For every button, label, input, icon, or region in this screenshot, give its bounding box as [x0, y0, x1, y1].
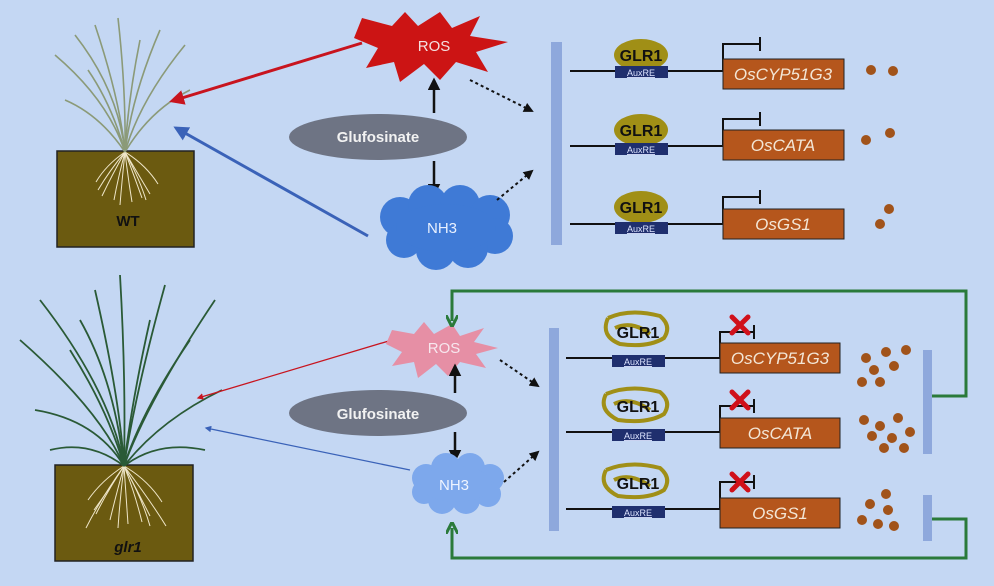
auxre-label: AuxRE [624, 357, 652, 367]
glr1-blob [614, 39, 668, 71]
gene-label: OsCATA [751, 136, 816, 155]
nh3-cloud-faded: NH3 [412, 453, 504, 514]
gene-row-cata: GLR1 AuxRE OsCATA [570, 112, 895, 161]
gene-row-gs1-mutant: GLR1 AuxRE OsGS1 [566, 462, 899, 531]
ros-label: ROS [418, 38, 451, 55]
wt-label: WT [116, 213, 139, 230]
ros-burst-faded: ROS [386, 322, 498, 378]
nh3-damage-arrow [173, 126, 369, 238]
accumulation-bar-lower [923, 495, 932, 541]
gene-box [722, 129, 845, 161]
glr1-blob [614, 114, 668, 146]
auxre-label: AuxRE [627, 145, 655, 155]
nh3-signal-arrow [496, 169, 534, 201]
gene-label: OsCYP51G3 [734, 65, 833, 84]
glr1-plant-icon: glr1 [19, 274, 223, 562]
ros-label-bottom: ROS [428, 340, 461, 357]
inhibited-cross-icon [729, 314, 751, 336]
glr1-label: GLR1 [620, 200, 663, 217]
receptor-bar-bottom [549, 328, 559, 531]
auxre-box [615, 222, 668, 234]
nh3-signal-arrow-bottom [503, 450, 540, 483]
glr1-label: GLR1 [617, 476, 660, 493]
gene-label: OsCATA [748, 424, 813, 443]
auxre-label: AuxRE [624, 508, 652, 518]
accumulation-bar-upper [923, 350, 932, 454]
feedback-loop-to-ros [452, 289, 968, 398]
auxre-box [615, 143, 668, 155]
glufosinate-label-bottom: Glufosinate [337, 406, 420, 423]
auxre-label: AuxRE [627, 224, 655, 234]
wt-plant-icon: WT [54, 17, 195, 248]
ros-signal-arrow-bottom [499, 359, 540, 388]
nh3-damage-arrow-weak [204, 425, 411, 471]
inhibited-cross-icon [729, 389, 751, 411]
gene-label: OsCYP51G3 [731, 349, 830, 368]
nh3-cloud: NH3 [380, 185, 513, 270]
gene-row-cata-mutant: GLR1 AuxRE OsCATA [566, 386, 915, 453]
ros-signal-arrow [469, 79, 534, 112]
ros-burst: ROS [354, 12, 508, 82]
glr1-label: GLR1 [617, 325, 660, 342]
gene-row-cyp51g3: GLR1 AuxRE OsCYP51G3 [570, 37, 898, 90]
glr1-label: GLR1 [620, 123, 663, 140]
nh3-label: NH3 [427, 220, 457, 237]
nh3-label-bottom: NH3 [439, 477, 469, 494]
receptor-bar [551, 42, 562, 245]
inhibited-cross-icon [729, 471, 751, 493]
auxre-label: AuxRE [624, 431, 652, 441]
auxre-box [615, 66, 668, 78]
gene-row-cyp51g3-mutant: GLR1 AuxRE OsCYP51G3 [566, 310, 911, 387]
glufosinate-oval: Glufosinate [289, 114, 467, 160]
gene-row-gs1: GLR1 AuxRE OsGS1 [570, 190, 894, 240]
gene-label: OsGS1 [752, 504, 808, 523]
glr1-blob [614, 191, 668, 223]
gene-box [722, 58, 845, 90]
glr1-label: GLR1 [620, 48, 663, 65]
feedback-loop-to-nh3 [452, 517, 968, 560]
ros-damage-arrow-weak [196, 339, 393, 400]
gene-label: OsGS1 [755, 215, 811, 234]
auxre-label: AuxRE [627, 68, 655, 78]
glr1-plant-label: glr1 [113, 539, 142, 556]
glr1-label: GLR1 [617, 399, 660, 416]
glufosinate-oval-bottom: Glufosinate [289, 390, 467, 436]
glufosinate-label: Glufosinate [337, 129, 420, 146]
ros-damage-arrow [169, 41, 363, 105]
gene-box [722, 208, 845, 240]
